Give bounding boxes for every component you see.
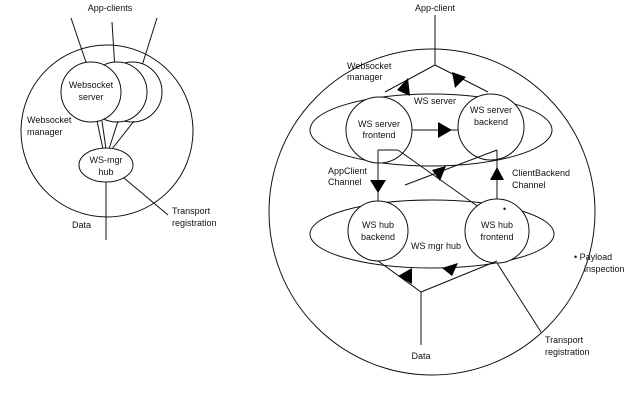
appclient-channel-label: Channel [328, 177, 362, 187]
ws-hub-backend-label: backend [361, 232, 395, 242]
payload-bullet: • [503, 204, 506, 214]
payload-inspection-label: • Payload [574, 252, 612, 262]
arrowhead [397, 78, 410, 96]
payload-inspection-label: inspection [584, 264, 625, 274]
left-data-label: Data [72, 220, 91, 230]
ws-hub-backend-label: WS hub [362, 220, 394, 230]
server-hub-line [96, 120, 104, 150]
ws-server-ellipse [309, 93, 553, 167]
right-app-client-label: App-client [415, 3, 456, 13]
ws-mgr-hub-ellipse [309, 199, 555, 269]
ws-server-frontend-label: WS server [358, 119, 400, 129]
right-transport-registration-label: Transport [545, 335, 584, 345]
left-websocket-server-label: server [78, 92, 103, 102]
arrowhead [432, 166, 446, 181]
left-websocket-manager-circle [20, 44, 194, 218]
arrowhead [452, 72, 466, 88]
arrowhead [438, 122, 452, 138]
right-diagram: App-client Websocket manager WS server W… [268, 3, 625, 376]
ws-hub-frontend-circle [464, 198, 530, 264]
arrowhead [442, 263, 458, 276]
backend-to-frontend-return-line [404, 149, 498, 186]
websocket-server-circle [60, 61, 122, 123]
left-diagram: App-clients Websocket server Websocket m… [20, 3, 217, 240]
left-ws-mgr-hub-label: WS-mgr [90, 155, 123, 165]
left-websocket-manager-label: manager [27, 127, 63, 137]
transport-registration-line [496, 262, 542, 333]
left-app-clients-label: App-clients [88, 3, 133, 13]
ws-hub-frontend-label: frontend [480, 232, 513, 242]
right-data-label: Data [411, 351, 430, 361]
arrowhead [490, 167, 504, 180]
server-hub-line [101, 120, 107, 150]
ws-server-backend-label: WS server [470, 105, 512, 115]
right-websocket-manager-circle [268, 48, 596, 376]
arrowhead [370, 180, 386, 193]
arrowhead [398, 268, 412, 284]
left-transport-registration-label: registration [172, 218, 217, 228]
app-client-split-lines [384, 64, 489, 93]
transport-registration-line [123, 177, 169, 216]
ws-server-label: WS server [414, 96, 456, 106]
ws-hub-frontend-label: WS hub [481, 220, 513, 230]
server-hub-line [111, 120, 135, 150]
server-hub-line [108, 120, 119, 150]
left-websocket-manager-label: Websocket [27, 115, 72, 125]
right-websocket-manager-label: manager [347, 72, 383, 82]
ws-server-frontend-label: frontend [362, 130, 395, 140]
ws-server-backend-label: backend [474, 117, 508, 127]
ws-mgr-hub-label: WS mgr hub [411, 241, 461, 251]
clientbackend-channel-label: ClientBackend [512, 168, 570, 178]
left-websocket-server-label: Websocket [69, 80, 114, 90]
left-ws-mgr-hub-label: hub [98, 167, 113, 177]
right-websocket-manager-label: Websocket [347, 61, 392, 71]
ws-hub-backend-circle [347, 200, 409, 262]
clientbackend-channel-label: Channel [512, 180, 546, 190]
app-client-line [139, 17, 158, 73]
ws-server-backend-circle [457, 93, 525, 161]
appclient-channel-label: AppClient [328, 166, 368, 176]
right-transport-registration-label: registration [545, 347, 590, 357]
left-transport-registration-label: Transport [172, 206, 211, 216]
